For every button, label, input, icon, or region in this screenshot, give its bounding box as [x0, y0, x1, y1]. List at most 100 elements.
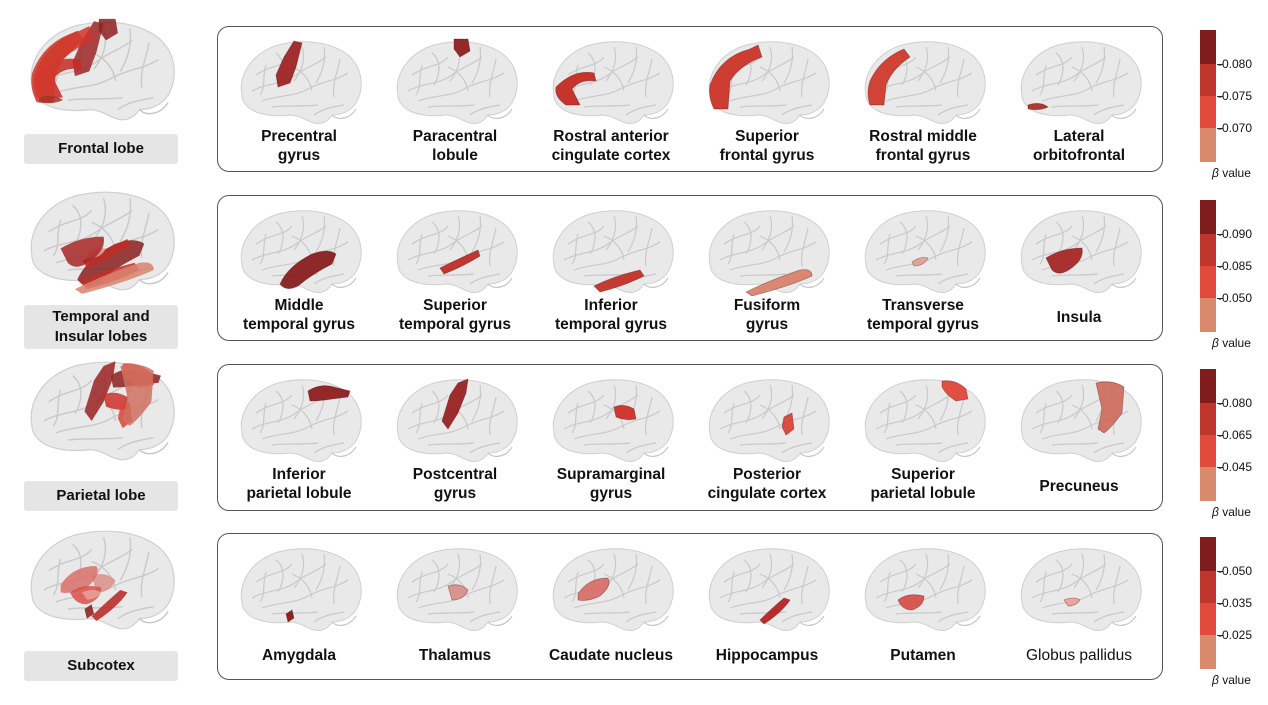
brain-sulcus	[625, 442, 657, 454]
brain-sulcus	[271, 611, 319, 615]
brain-sulcus	[259, 64, 267, 96]
brain-sulcus	[719, 56, 795, 92]
brain-sulcus	[1041, 579, 1129, 609]
brain-sulcus	[293, 46, 305, 82]
colorbar-title-symbol: β	[1212, 673, 1219, 687]
brain-sulcus	[937, 611, 969, 623]
brain-sulcus	[313, 442, 345, 454]
brain-sulcus	[331, 277, 357, 288]
region-cell: Postcentral gyrus	[376, 365, 534, 510]
brain-sulcus	[1073, 46, 1085, 82]
colorbar-title: β value	[1212, 166, 1251, 180]
brain-sulcus	[427, 104, 475, 108]
highlighted-region	[447, 584, 469, 601]
brain-sulcus	[48, 379, 93, 403]
lobe-region-fill	[77, 240, 145, 286]
brain-sulcus	[627, 46, 638, 84]
colorbar-segment	[1200, 200, 1216, 234]
brain-sulcus	[875, 225, 951, 261]
brain-sulcus	[48, 548, 93, 572]
colorbar	[1200, 369, 1216, 501]
brain-sulcus	[605, 46, 617, 82]
brain-sulcus	[603, 573, 625, 599]
brain-sulcus	[719, 563, 795, 599]
brain-sulcus	[333, 565, 341, 605]
brain-sulcus	[447, 573, 469, 599]
brain-sulcus	[331, 615, 357, 626]
colorbar-tick-label: -0.085	[1217, 259, 1252, 273]
brain-sulcus	[489, 227, 497, 267]
brain-sulcus	[957, 396, 965, 436]
brain-sulcus	[331, 446, 357, 457]
brain-sulcus	[739, 273, 787, 277]
brain-render-icon	[396, 378, 518, 462]
colorbar-tick	[1217, 571, 1223, 572]
region-label: Superior parietal lobule	[870, 466, 976, 502]
brain-sulcus	[1073, 553, 1085, 589]
brain-sulcus	[313, 273, 345, 285]
brain-sulcus	[761, 384, 773, 420]
brain-sulcus	[883, 571, 891, 603]
brain-sulcus	[573, 241, 661, 271]
brain-sulcus	[939, 553, 950, 591]
brain-sulcus	[957, 227, 965, 267]
brain-sulcus	[783, 215, 794, 253]
brain-render-icon	[552, 379, 674, 462]
brain-render-icon	[1020, 41, 1142, 124]
brain-sulcus	[885, 579, 973, 609]
brain-sulcus	[275, 390, 284, 424]
brain-sulcus	[739, 104, 787, 108]
region-cell: Inferior parietal lobule	[220, 365, 378, 510]
region-label: Rostral anterior cingulate cortex	[551, 128, 671, 164]
brain-sulcus	[799, 615, 825, 626]
brain-sulcus	[1051, 611, 1099, 615]
brain-sulcus	[52, 219, 62, 257]
brain-sulcus	[895, 104, 943, 108]
brain-sulcus	[471, 46, 482, 84]
brain-sulcus	[1051, 104, 1099, 108]
colorbar-tick-label: -0.075	[1217, 89, 1252, 103]
brain-sulcus	[255, 563, 293, 583]
region-label: Precentral gyrus	[261, 128, 337, 164]
brain-sulcus	[251, 563, 327, 599]
lobe-label: Subcotex	[24, 651, 178, 681]
brain-sulcus	[417, 579, 505, 609]
brain-sulcus	[895, 442, 943, 446]
colorbar-tick	[1217, 635, 1223, 636]
brain-sulcus	[411, 394, 449, 414]
brain-sulcus	[875, 394, 951, 430]
brain-sulcus	[487, 108, 513, 119]
brain-sulcus	[255, 394, 293, 414]
brain-sulcus	[643, 446, 669, 457]
brain-sulcus	[1093, 273, 1125, 285]
lobe-overview-brain	[20, 523, 180, 630]
brain-sulcus	[259, 571, 267, 603]
brain-sulcus	[729, 579, 817, 609]
brain-sulcus	[43, 39, 133, 82]
region-label: Transverse temporal gyrus	[867, 297, 979, 333]
lobe-overview-brain	[20, 14, 180, 121]
brain-sulcus	[1035, 563, 1073, 583]
brain-sulcus	[563, 225, 639, 261]
colorbar-tick	[1217, 234, 1223, 235]
brain-surface	[708, 379, 830, 462]
brain-sulcus	[117, 96, 154, 111]
brain-sulcus	[261, 579, 349, 609]
brain-sulcus	[1095, 46, 1106, 84]
brain-sulcus	[915, 66, 937, 92]
brain-sulcus	[643, 277, 669, 288]
colorbar-tick	[1217, 403, 1223, 404]
colorbar-segment	[1200, 603, 1216, 635]
region-cell: Globus pallidus	[1000, 534, 1158, 679]
brain-sulcus	[67, 436, 123, 441]
brain-sulcus	[1055, 221, 1064, 255]
lobe-region-fill	[91, 589, 128, 621]
colorbar-tick	[1217, 266, 1223, 267]
brain-sulcus	[52, 558, 62, 596]
brain-sulcus	[407, 225, 483, 261]
brain-sulcus	[431, 221, 440, 255]
brain-sulcus	[407, 56, 483, 92]
brain-sulcus	[67, 605, 123, 610]
brain-render-icon	[396, 38, 518, 124]
